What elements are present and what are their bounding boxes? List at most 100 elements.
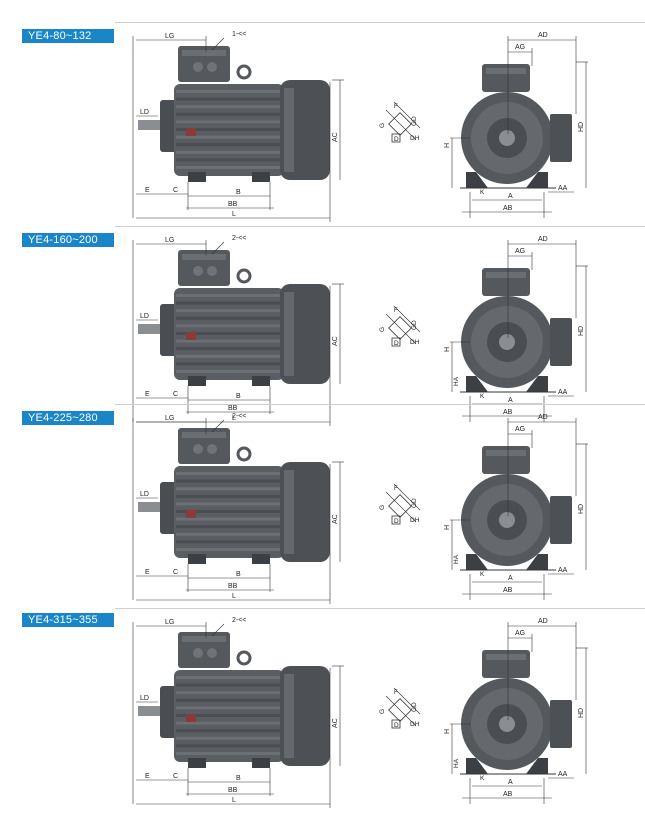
- dim-label-ld: LD: [140, 491, 149, 498]
- dim-label-ag: AG: [515, 44, 525, 51]
- side-view-dimensions: LG 2-<< LD E C B BB L AC: [132, 413, 344, 604]
- cooling-fin: [176, 729, 282, 733]
- cooling-fin: [176, 736, 282, 740]
- drawing: LG 2-<< LD E C B BB L AC: [132, 617, 588, 808]
- terminal-count-label: 2-<<: [232, 235, 246, 242]
- dim-label-bb: BB: [228, 405, 238, 412]
- cooling-fin: [176, 517, 282, 521]
- d-symbol-box: [391, 133, 401, 143]
- dim-label-ld: LD: [140, 109, 149, 116]
- front-view-motor: [460, 64, 572, 189]
- shaft-key-detail: D F G GD DH: [379, 483, 421, 525]
- dim-label-f: F: [394, 486, 398, 492]
- dim-label-b: B: [236, 189, 241, 196]
- cooling-fin: [176, 502, 282, 506]
- cooling-fin: [176, 309, 282, 313]
- front-terminal-lid: [486, 450, 526, 456]
- front-flange: [160, 100, 178, 152]
- dim-label-a: A: [508, 575, 513, 582]
- dim-label-aa: AA: [558, 185, 568, 192]
- dim-label-k: K: [480, 775, 485, 782]
- nameplate: [186, 128, 196, 136]
- dim-label-ab: AB: [503, 587, 513, 594]
- cable-gland: [207, 62, 217, 72]
- cable-gland: [193, 62, 203, 72]
- dim-label-hd: HD: [578, 504, 585, 514]
- dim-label-lg: LG: [165, 415, 174, 422]
- dim-label-d: D: [394, 136, 399, 143]
- dim-label-l: L: [232, 211, 236, 218]
- side-view-motor: [138, 428, 330, 564]
- dim-label-hd: HD: [578, 122, 585, 132]
- cooling-fin: [176, 548, 282, 551]
- cooling-fins: [176, 676, 282, 755]
- dim-label-g: G: [379, 505, 386, 510]
- side-junction-box: [550, 318, 572, 366]
- dim-label-lg: LG: [165, 619, 174, 626]
- dim-label-ab: AB: [503, 409, 513, 416]
- shaft-section: [388, 494, 412, 518]
- dim-label-dh: DH: [410, 339, 420, 346]
- shaft: [138, 324, 164, 334]
- dim-label-ad: AD: [538, 414, 548, 421]
- cooling-fin: [176, 370, 282, 373]
- section-divider: [115, 226, 645, 227]
- series-tag: YE4-80~132: [22, 29, 114, 43]
- dim-label-g: G: [379, 709, 386, 714]
- shaft: [138, 502, 164, 512]
- series-tag: YE4-315~355: [22, 613, 114, 627]
- cooling-fin: [176, 324, 282, 328]
- shaft: [138, 706, 164, 716]
- cooling-fin: [176, 510, 282, 513]
- cable-gland: [207, 444, 217, 454]
- dim-label-lg: LG: [165, 237, 174, 244]
- dim-label-k: K: [480, 189, 485, 196]
- dim-label-a: A: [508, 193, 513, 200]
- side-view-motor: [138, 250, 330, 386]
- cooling-fin: [176, 135, 282, 139]
- cooling-fin: [176, 97, 282, 101]
- cooling-fins: [176, 472, 282, 551]
- drawing: LG 1-<< LD E C B BB L AC: [132, 31, 588, 222]
- cooling-fin: [176, 112, 282, 116]
- shaft-section: [388, 316, 412, 340]
- section-divider: [115, 608, 645, 609]
- dim-label-gd: GD: [411, 320, 418, 330]
- front-view-motor: [460, 446, 572, 571]
- dim-label-h: H: [444, 525, 451, 530]
- front-flange: [160, 686, 178, 738]
- dim-label-ad: AD: [538, 618, 548, 625]
- lifting-eye: [236, 268, 252, 284]
- dim-label-aa: AA: [558, 389, 568, 396]
- cable-gland: [193, 648, 203, 658]
- fan-cover-highlight: [284, 470, 294, 554]
- dim-label-k: K: [480, 393, 485, 400]
- cooling-fin: [176, 354, 282, 358]
- dim-label-f: F: [394, 308, 398, 314]
- dim-label-ag: AG: [515, 248, 525, 255]
- dim-label-d: D: [394, 722, 399, 729]
- lifting-eye: [236, 650, 252, 666]
- fan-cover-highlight: [284, 674, 294, 758]
- series-tag: YE4-160~200: [22, 233, 114, 247]
- cooling-fin: [176, 105, 282, 109]
- front-foot-right: [526, 758, 548, 774]
- front-terminal-lid: [486, 272, 526, 278]
- fan-cover-highlight: [284, 292, 294, 376]
- mounting-foot: [188, 758, 206, 768]
- mounting-foot: [252, 554, 270, 564]
- d-symbol-box: [391, 515, 401, 525]
- cooling-fins: [176, 90, 282, 169]
- nameplate: [186, 510, 196, 518]
- cooling-fin: [176, 479, 282, 483]
- dim-label-d: D: [394, 340, 399, 347]
- dim-label-k: K: [480, 571, 485, 578]
- drawing: LG 2-<< LD E C B BB L AC: [132, 235, 588, 426]
- dim-label-ac: AC: [332, 132, 339, 142]
- dim-label-c: C: [173, 569, 178, 576]
- dim-label-e: E: [145, 187, 150, 194]
- dim-label-ad: AD: [538, 236, 548, 243]
- cooling-fin: [176, 494, 282, 498]
- side-view-motor: [138, 632, 330, 768]
- shaft-section: [388, 112, 412, 136]
